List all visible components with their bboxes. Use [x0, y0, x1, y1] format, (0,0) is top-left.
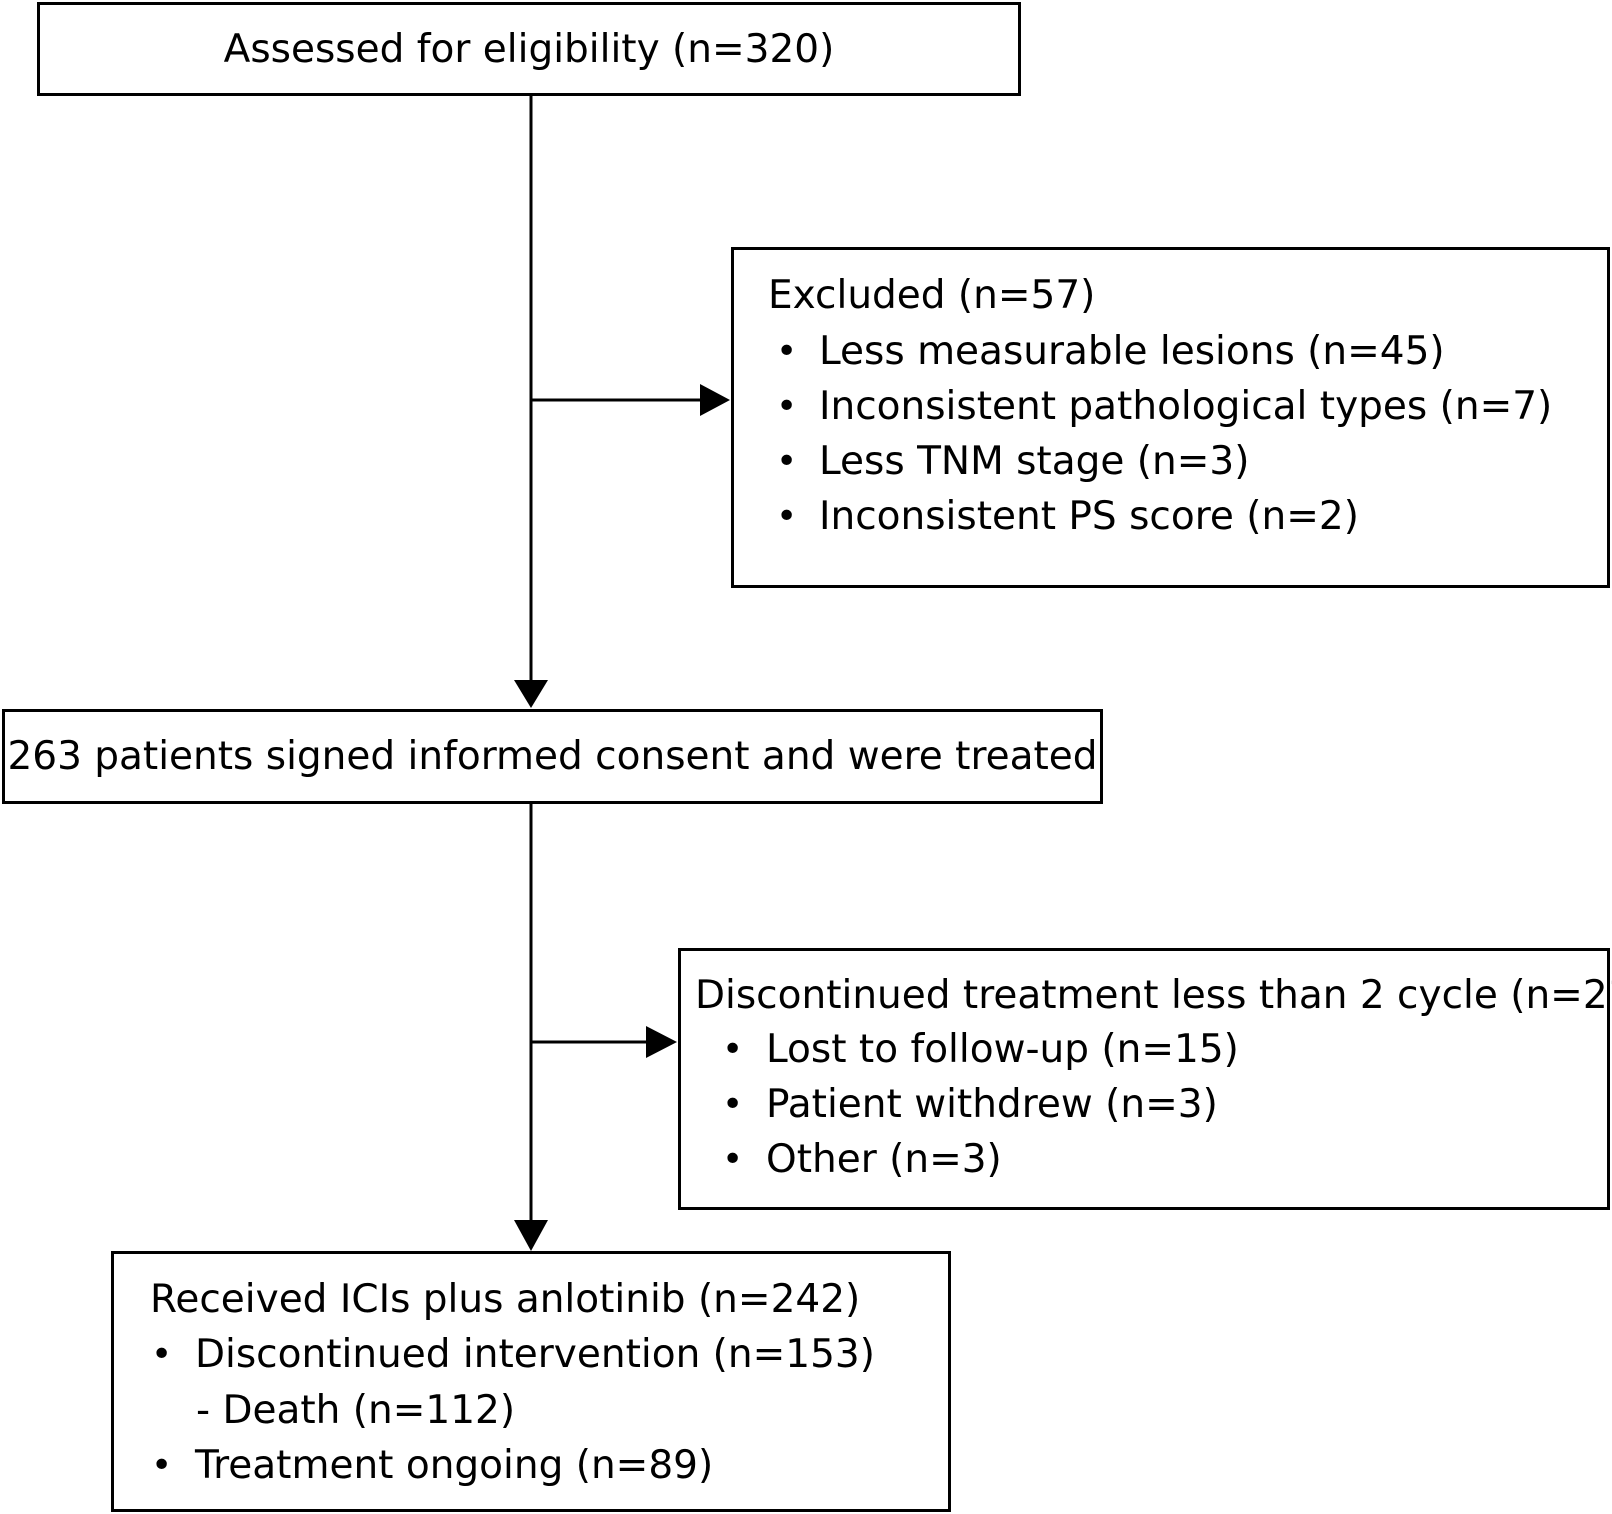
- discontinued-item-2: Patient withdrew (n=3): [766, 1082, 1218, 1127]
- excluded-bullet-3: •: [776, 441, 798, 482]
- received-bullet-2: •: [151, 1445, 173, 1486]
- treated-box: [2, 709, 1103, 804]
- discontinued-bullet-1: •: [722, 1029, 744, 1070]
- discontinued-bullet-3: •: [722, 1139, 744, 1180]
- arrowhead-to-excluded: [700, 384, 730, 416]
- excluded-bullet-1: •: [776, 331, 798, 372]
- assessed-label: Assessed for eligibility (n=320): [223, 27, 835, 72]
- discontinued-item-1: Lost to follow-up (n=15): [766, 1027, 1239, 1072]
- excluded-item-1: Less measurable lesions (n=45): [819, 329, 1445, 374]
- treated-label: 263 patients signed informed consent and…: [7, 734, 1098, 779]
- assessed-box: [37, 2, 1021, 96]
- excluded-bullet-4: •: [776, 496, 798, 537]
- excluded-item-2: Inconsistent pathological types (n=7): [819, 384, 1553, 429]
- received-box: [111, 1251, 951, 1512]
- excluded-title: Excluded (n=57): [768, 273, 1096, 318]
- arrowhead-to-discontinued: [646, 1026, 677, 1058]
- excluded-item-3: Less TNM stage (n=3): [819, 439, 1250, 484]
- discontinued-bullet-2: •: [722, 1084, 744, 1125]
- excluded-item-4: Inconsistent PS score (n=2): [819, 494, 1359, 539]
- excluded-box: [731, 247, 1610, 588]
- received-title: Received ICIs plus anlotinib (n=242): [150, 1277, 861, 1322]
- arrowhead-to-received: [514, 1220, 548, 1251]
- discontinued-early-box: [678, 948, 1610, 1210]
- excluded-bullet-2: •: [776, 386, 798, 427]
- discontinued-item-3: Other (n=3): [766, 1137, 1002, 1182]
- received-item-2: Treatment ongoing (n=89): [195, 1443, 714, 1488]
- arrowhead-to-treated: [514, 680, 548, 708]
- received-item-1: Discontinued intervention (n=153): [195, 1332, 875, 1377]
- discontinued-early-title: Discontinued treatment less than 2 cycle…: [695, 973, 1612, 1018]
- received-subitem-death: - Death (n=112): [196, 1388, 516, 1433]
- received-bullet-1: •: [151, 1334, 173, 1375]
